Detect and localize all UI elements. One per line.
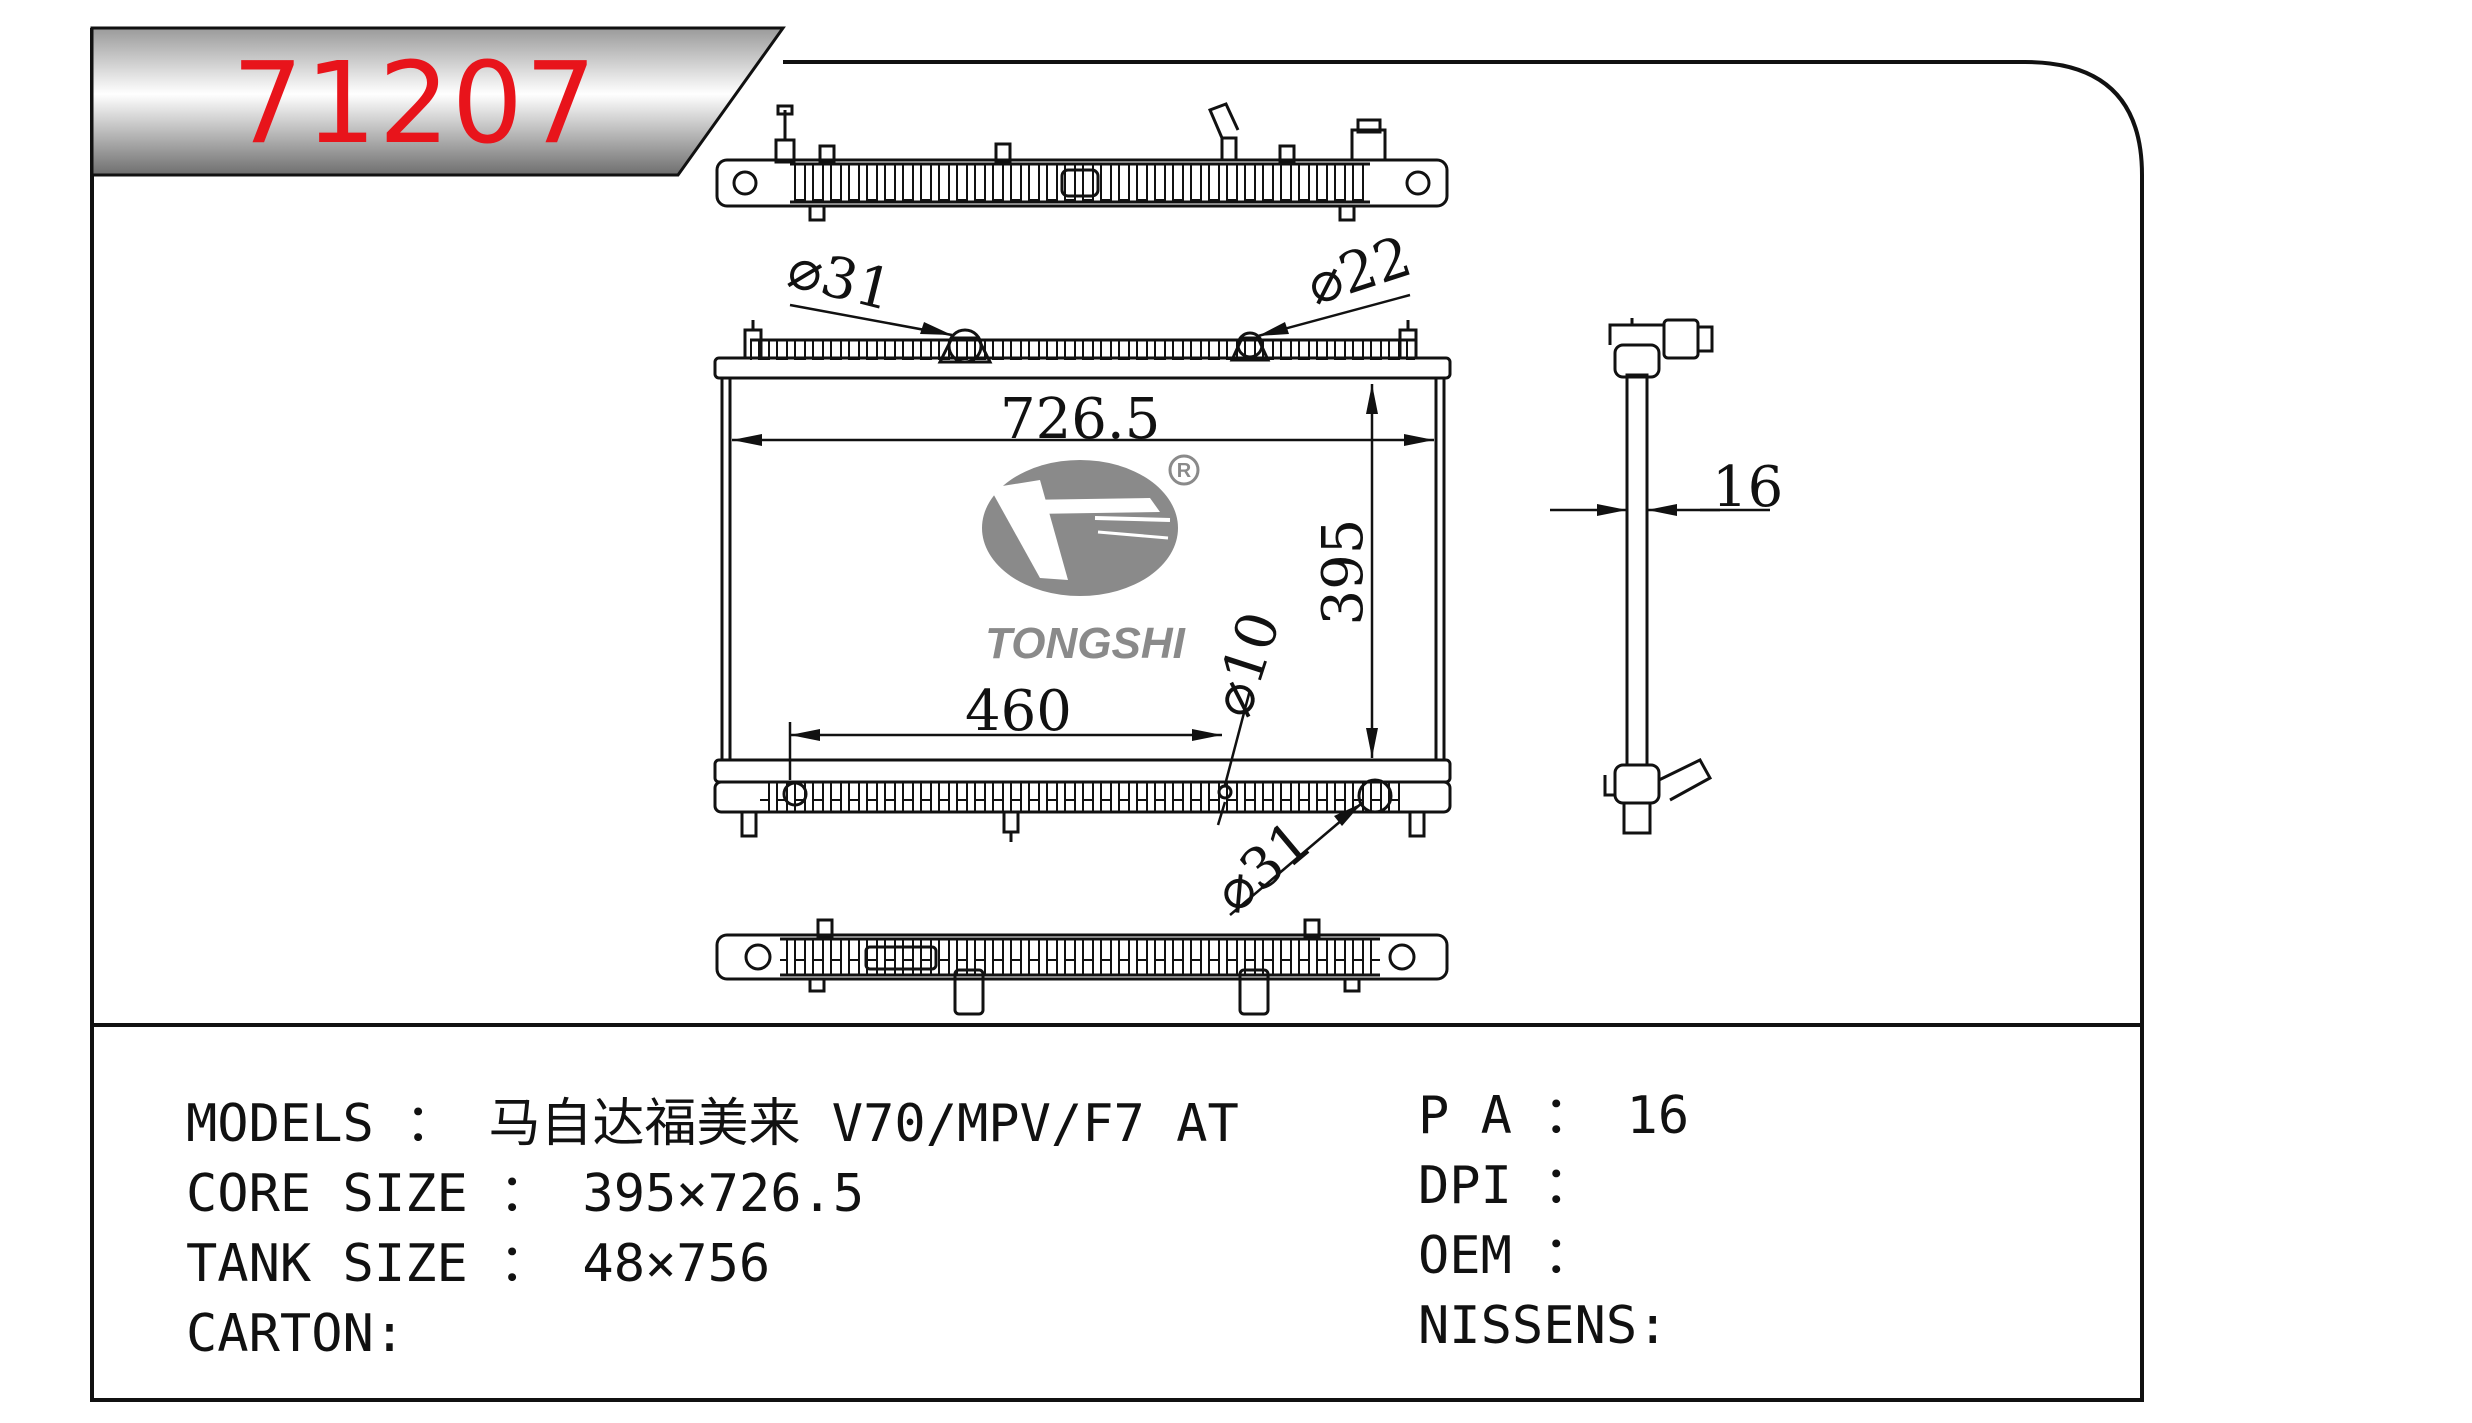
tongshi-logo: R TONGSHI [982,454,1200,668]
registered-mark-icon [1168,454,1200,486]
dpi-label: DPI [1418,1156,1512,1216]
radiator-side-view [1603,318,1714,835]
pa-label: P A [1418,1086,1512,1146]
nissens-label: NISSENS: [1418,1296,1669,1356]
dim-pipe-bottom-small-label: ⌀10 [1199,604,1293,724]
nissens-row: NISSENS: [1418,1300,1668,1352]
models-value: 马自达福美来 V70/MPV/F7 AT [488,1094,1239,1154]
logo-brand-text: TONGSHI [985,619,1185,668]
part-number: 71207 [232,39,599,169]
top-tank-view [715,102,1449,222]
dim-height-label: 395 [1311,519,1376,626]
core-size-value: 395×726.5 [582,1164,865,1224]
tank-size-value: 48×756 [582,1234,771,1294]
bottom-tank-view [715,918,1449,1016]
pa-row: P A ： 16 [1418,1086,1690,1146]
dpi-row: DPI ： [1418,1156,1596,1216]
sheet-frame [90,28,2144,1402]
tank-size-row: TANK SIZE ： 48×756 [186,1234,771,1294]
oem-row: OEM ： [1418,1226,1596,1286]
oem-label: OEM [1418,1226,1512,1286]
dim-pipe-top-right-label: ⌀22 [1299,224,1419,318]
dim-pipe-bottom-right-label: ⌀31 [1202,808,1324,925]
dim-pipe-top-left-label: ⌀31 [782,236,900,324]
dimension-lines [732,293,1770,916]
part-number-tab [90,26,786,177]
dim-width-label: 726.5 [1000,387,1160,452]
pa-value: 16 [1626,1086,1690,1146]
radiator-front-view [713,320,1452,842]
tank-size-label: TANK SIZE [186,1234,468,1294]
core-size-label: CORE SIZE [186,1164,468,1224]
models-row: MODELS ： 马自达福美来 V70/MPV/F7 AT [186,1094,1239,1154]
carton-label: CARTON: [186,1304,406,1364]
dim-thickness-label: 16 [1712,455,1783,520]
registered-mark-letter: R [1177,460,1192,482]
carton-row: CARTON: [186,1308,405,1360]
models-label: MODELS [186,1094,374,1154]
core-size-row: CORE SIZE ： 395×726.5 [186,1164,865,1224]
dim-offset-label: 460 [965,679,1072,744]
